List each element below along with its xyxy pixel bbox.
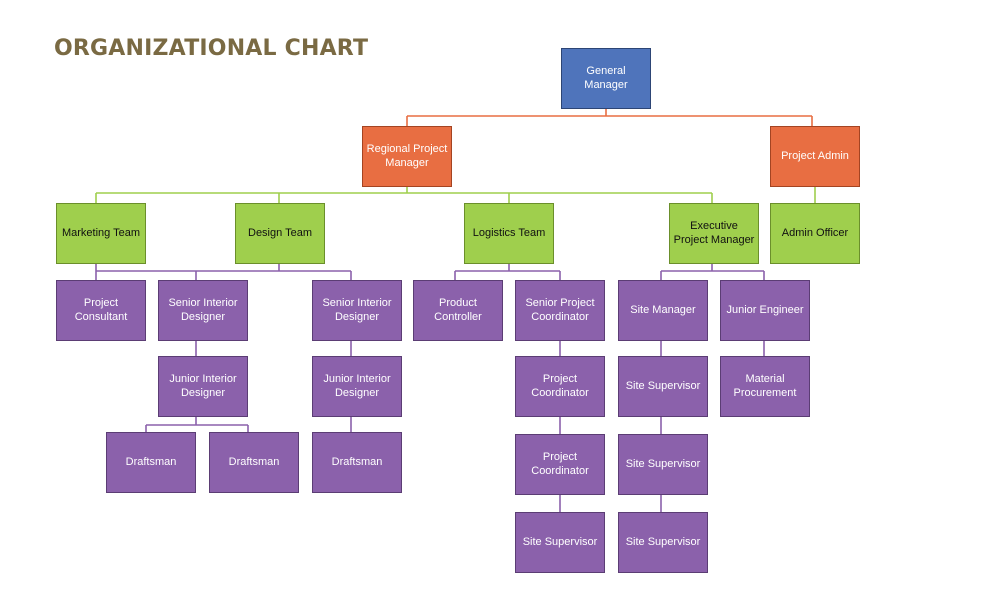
- node-logistics-team: Logistics Team: [464, 203, 554, 264]
- node-label: Site Supervisor: [625, 535, 701, 548]
- node-site-supervisor: Site Supervisor: [618, 356, 708, 417]
- node-label: Executive Project Manager: [673, 220, 755, 246]
- node-label: Site Supervisor: [625, 457, 701, 470]
- node-label: Senior Interior Designer: [168, 297, 238, 323]
- node-draftsman: Draftsman: [312, 432, 402, 493]
- node-design-team: Design Team: [235, 203, 325, 264]
- node-label: Junior Interior Designer: [169, 373, 237, 399]
- node-senior-interior-designer: Senior Interior Designer: [158, 280, 248, 341]
- node-label: Site Manager: [630, 303, 696, 316]
- node-label: Marketing Team: [61, 226, 141, 239]
- node-junior-interior-designer: Junior Interior Designer: [312, 356, 402, 417]
- node-label: Regional Project Manager: [366, 143, 448, 169]
- node-label: Project Coordinator: [531, 373, 589, 399]
- node-junior-engineer: Junior Engineer: [720, 280, 810, 341]
- node-label: Senior Project Coordinator: [525, 297, 595, 323]
- node-admin-officer: Admin Officer: [770, 203, 860, 264]
- node-label: Admin Officer: [781, 226, 849, 239]
- node-senior-project-coordinator: Senior Project Coordinator: [515, 280, 605, 341]
- node-label: Site Supervisor: [625, 379, 701, 392]
- node-label: General Manager: [584, 65, 628, 91]
- node-site-supervisor: Site Supervisor: [618, 512, 708, 573]
- green-connectors: [95, 186, 816, 203]
- node-executive-project-manager: Executive Project Manager: [669, 203, 759, 264]
- node-regional-project-manager: Regional Project Manager: [362, 126, 452, 187]
- node-material-procurement: Material Procurement: [720, 356, 810, 417]
- chart-title: ORGANIZATIONAL CHART: [54, 36, 369, 61]
- node-label: Design Team: [248, 226, 312, 239]
- node-general-manager: General Manager: [561, 48, 651, 109]
- node-project-coordinator: Project Coordinator: [515, 434, 605, 495]
- node-draftsman: Draftsman: [106, 432, 196, 493]
- node-senior-interior-designer: Senior Interior Designer: [312, 280, 402, 341]
- node-site-manager: Site Manager: [618, 280, 708, 341]
- node-junior-interior-designer: Junior Interior Designer: [158, 356, 248, 417]
- node-label: Project Admin: [781, 149, 849, 162]
- node-project-coordinator: Project Coordinator: [515, 356, 605, 417]
- node-label: Project Consultant: [74, 297, 128, 323]
- node-label: Material Procurement: [733, 373, 797, 399]
- node-label: Draftsman: [125, 455, 177, 468]
- node-label: Logistics Team: [472, 226, 546, 239]
- orange-connectors: [406, 109, 813, 126]
- node-marketing-team: Marketing Team: [56, 203, 146, 264]
- node-product-controller: Product Controller: [413, 280, 503, 341]
- node-label: Senior Interior Designer: [322, 297, 392, 323]
- node-label: Draftsman: [331, 455, 383, 468]
- node-label: Junior Engineer: [726, 303, 804, 316]
- node-site-supervisor: Site Supervisor: [515, 512, 605, 573]
- node-site-supervisor: Site Supervisor: [618, 434, 708, 495]
- node-label: Site Supervisor: [522, 535, 598, 548]
- purple-connectors: [95, 264, 765, 512]
- node-draftsman: Draftsman: [209, 432, 299, 493]
- node-label: Product Controller: [434, 297, 482, 323]
- node-project-admin: Project Admin: [770, 126, 860, 187]
- node-project-consultant: Project Consultant: [56, 280, 146, 341]
- node-label: Draftsman: [228, 455, 280, 468]
- node-label: Junior Interior Designer: [323, 373, 391, 399]
- node-label: Project Coordinator: [531, 451, 589, 477]
